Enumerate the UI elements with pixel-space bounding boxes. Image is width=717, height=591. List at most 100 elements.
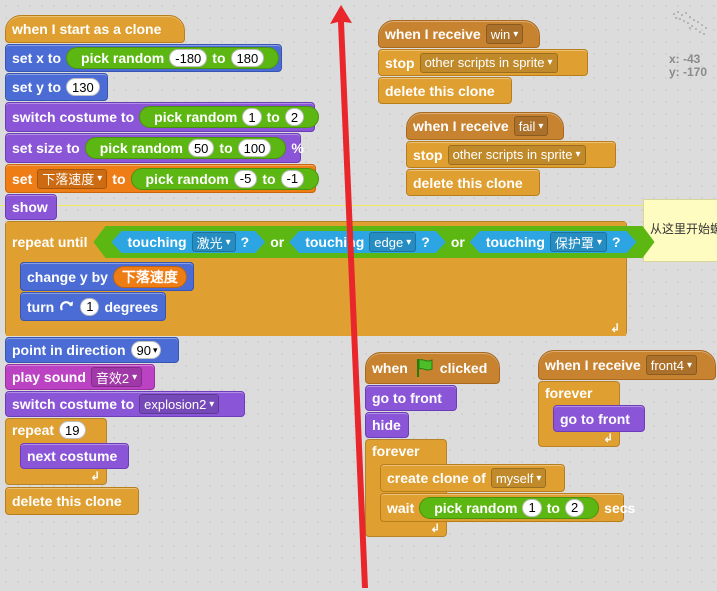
block-set-size[interactable]: set size to pick random 50 to 100 % — [5, 133, 304, 163]
reporter-to-label: to — [546, 499, 560, 516]
loop-arrow-icon: ↲ — [429, 521, 440, 535]
message-dropdown[interactable]: fail — [513, 116, 549, 136]
block-label: repeat until — [12, 234, 88, 250]
stop-option-dropdown[interactable]: other scripts in sprite — [447, 144, 586, 165]
block-label: repeat — [12, 422, 55, 438]
block-label: turn — [27, 298, 55, 315]
hat-when-label: when — [372, 360, 408, 376]
sensing-touching-1[interactable]: touching 激光 ? — [111, 231, 265, 253]
random-max-input[interactable]: 2 — [564, 498, 585, 517]
block-label: delete this clone — [385, 82, 495, 99]
block-wait[interactable]: wait pick random 1 to 2 secs — [380, 493, 635, 522]
block-turn[interactable]: turn 1 degrees — [20, 292, 166, 321]
block-delete-clone[interactable]: delete this clone — [5, 487, 139, 515]
chevron-down-icon: ▾ — [153, 344, 158, 355]
variable-reporter[interactable]: 下落速度 — [112, 265, 187, 288]
sprite-coordinates: x: -43 y: -170 — [669, 53, 707, 79]
block-switch-costume[interactable]: switch costume to explosion2 — [5, 391, 245, 417]
reporter-to-label: to — [266, 109, 280, 125]
message-dropdown[interactable]: win — [485, 24, 524, 44]
random-min-input[interactable]: -5 — [233, 169, 258, 188]
block-switch-costume-random[interactable]: switch costume to pick random 1 to 2 — [5, 102, 320, 132]
hat-when-flag-clicked[interactable]: when clicked — [365, 352, 500, 384]
touching-target-dropdown[interactable]: 激光 — [192, 232, 236, 252]
touching-target-dropdown[interactable]: edge — [369, 232, 416, 252]
random-min-input[interactable]: 50 — [187, 139, 215, 157]
random-max-input[interactable]: -1 — [280, 169, 305, 188]
reporter-pick-random[interactable]: pick random 50 to 100 — [84, 137, 287, 159]
or-label: or — [270, 234, 285, 250]
block-stop[interactable]: stop other scripts in sprite — [378, 49, 588, 76]
message-dropdown[interactable]: front4 — [645, 355, 697, 375]
block-change-y-by[interactable]: change y by 下落速度 — [20, 262, 194, 291]
hat-label: when I receive — [385, 26, 481, 42]
secs-label: secs — [604, 499, 636, 516]
block-to-label: to — [112, 170, 126, 187]
block-label: set size to — [12, 140, 80, 156]
degrees-label: degrees — [104, 298, 159, 315]
block-go-to-front[interactable]: go to front — [553, 405, 645, 432]
block-go-to-front[interactable]: go to front — [365, 385, 457, 411]
block-next-costume[interactable]: next costume — [20, 443, 129, 469]
random-max-input[interactable]: 2 — [284, 108, 305, 126]
block-create-clone[interactable]: create clone of myself — [380, 464, 565, 492]
block-set-x[interactable]: set x to pick random -180 to 180 — [5, 44, 282, 72]
block-label: set y to — [12, 79, 62, 95]
boolean-or-outer[interactable]: touching 激光 ? or touching edge ? or touc… — [93, 226, 654, 258]
costume-dropdown[interactable]: explosion2 — [139, 394, 220, 414]
x-coordinate: x: -43 — [669, 52, 701, 66]
sensing-touching-3[interactable]: touching 保护罩 ? — [470, 231, 637, 253]
block-delete-clone[interactable]: delete this clone — [406, 169, 540, 196]
random-max-input[interactable]: 180 — [230, 49, 265, 67]
variable-dropdown[interactable]: 下落速度 — [37, 168, 108, 189]
block-label: set x to — [12, 50, 62, 66]
block-label: play sound — [12, 369, 86, 385]
block-hide[interactable]: hide — [365, 412, 409, 438]
sound-dropdown[interactable]: 音效2 — [90, 367, 143, 387]
hat-label: when I receive — [545, 357, 641, 373]
direction-input[interactable]: 90 ▾ — [130, 341, 161, 359]
clone-target-dropdown[interactable]: myself — [490, 468, 547, 488]
y-coordinate: y: -170 — [669, 65, 708, 79]
random-max-input[interactable]: 100 — [237, 139, 272, 157]
block-label: delete this clone — [12, 493, 122, 509]
block-label: point in direction — [12, 342, 126, 358]
reporter-label: pick random — [154, 109, 238, 125]
script-comment[interactable]: 从这里开始螺 — [643, 199, 717, 262]
hat-when-start-as-clone[interactable]: when I start as a clone — [5, 15, 185, 43]
set-y-input[interactable]: 130 — [66, 78, 100, 96]
block-stop[interactable]: stop other scripts in sprite — [406, 141, 616, 168]
hat-when-receive-fail[interactable]: when I receive fail — [406, 112, 564, 140]
block-delete-clone[interactable]: delete this clone — [378, 77, 512, 104]
comment-text: 从这里开始螺 — [650, 222, 717, 236]
hat-when-receive-front4[interactable]: when I receive front4 — [538, 350, 716, 380]
reporter-pick-random[interactable]: pick random -5 to -1 — [130, 167, 320, 190]
touching-question: ? — [611, 234, 621, 250]
loop-arrow-icon: ↲ — [89, 469, 100, 483]
touching-label: touching — [127, 234, 187, 250]
reporter-label: pick random — [145, 170, 229, 187]
or-label: or — [450, 234, 465, 250]
reporter-label: pick random — [99, 140, 183, 156]
block-repeat-until[interactable]: repeat until touching 激光 ? or touching e… — [5, 221, 627, 336]
repeat-count-input[interactable]: 19 — [59, 421, 86, 439]
touching-target-dropdown[interactable]: 保护罩 — [550, 232, 607, 252]
direction-value: 90 — [136, 342, 152, 358]
random-min-input[interactable]: -180 — [169, 49, 208, 67]
block-play-sound[interactable]: play sound 音效2 — [5, 364, 155, 390]
reporter-pick-random[interactable]: pick random -180 to 180 — [66, 47, 280, 69]
random-min-input[interactable]: 1 — [522, 498, 542, 517]
block-show[interactable]: show — [5, 194, 57, 220]
block-set-y[interactable]: set y to 130 — [5, 73, 108, 101]
reporter-pick-random[interactable]: pick random 1 to 2 — [139, 106, 320, 128]
turn-degrees-input[interactable]: 1 — [80, 297, 100, 316]
reporter-pick-random[interactable]: pick random 1 to 2 — [419, 496, 600, 519]
block-set-variable[interactable]: set 下落速度 to pick random -5 to -1 — [5, 164, 320, 193]
block-label: switch costume to — [12, 396, 135, 412]
block-point-direction[interactable]: point in direction 90 ▾ — [5, 337, 179, 363]
stop-option-dropdown[interactable]: other scripts in sprite — [419, 52, 558, 73]
hat-when-receive-win[interactable]: when I receive win — [378, 20, 540, 48]
block-label: change y by — [27, 268, 108, 285]
random-min-input[interactable]: 1 — [242, 108, 262, 126]
